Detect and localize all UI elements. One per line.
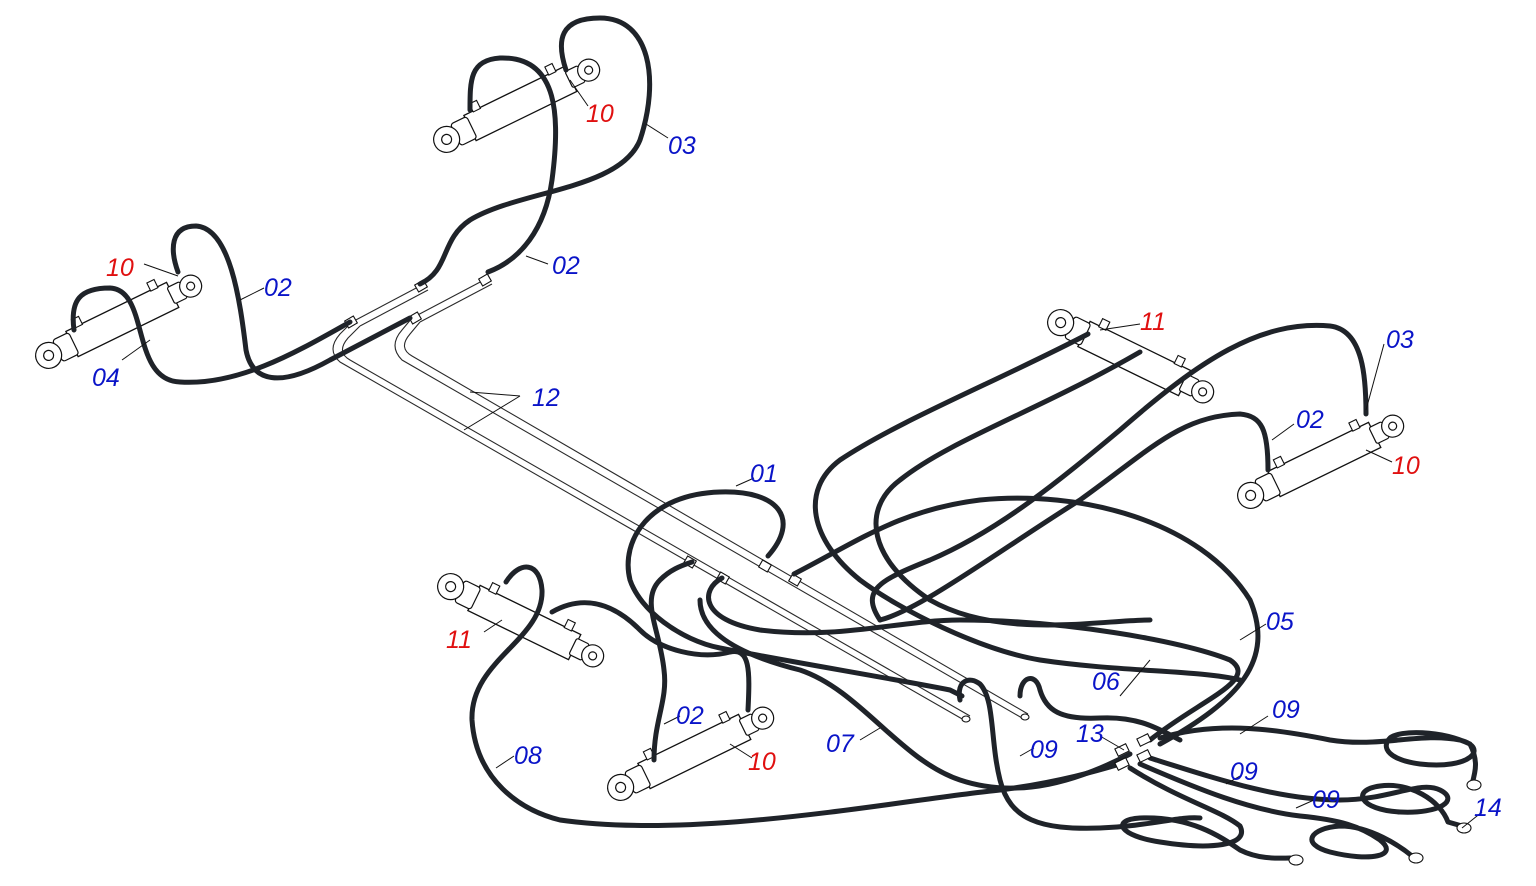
label-hose-09-d: 09 <box>1312 786 1340 814</box>
label-pipes-ref: 12 <box>532 384 560 412</box>
label-hose-05: 05 <box>1266 608 1294 636</box>
label-coupler-14: 14 <box>1474 794 1502 822</box>
label-left-cyl-ref: 10 <box>106 254 134 282</box>
label-bottom-cyl-hose: 02 <box>676 702 704 730</box>
label-top-hose-b: 02 <box>552 252 580 280</box>
coupler-block-13 <box>1114 733 1152 771</box>
label-hose-09-c: 09 <box>1230 758 1258 786</box>
label-hose-06: 06 <box>1092 668 1120 696</box>
cylinder-right-top <box>1042 296 1223 410</box>
label-coupler-13: 13 <box>1076 720 1104 748</box>
label-hose-09-b: 09 <box>1030 736 1058 764</box>
cylinder-bottom-left <box>432 560 613 674</box>
label-right-cyl-hose-b: 02 <box>1296 406 1324 434</box>
label-top-cyl-ref: 10 <box>586 100 614 128</box>
cylinder-top <box>424 44 606 159</box>
label-right-top-cyl-ref: 11 <box>1140 308 1166 336</box>
label-right-cyl-hose-a: 03 <box>1386 326 1414 354</box>
hoses <box>70 15 1478 861</box>
label-right-cyl-ref: 10 <box>1392 452 1420 480</box>
label-hose-09-a: 09 <box>1272 696 1300 724</box>
steel-pipes-12 <box>332 273 1030 723</box>
label-left-hose-b: 04 <box>92 364 120 392</box>
label-bottom-left-cyl-ref: 11 <box>446 626 472 654</box>
label-left-hose-a: 02 <box>264 274 292 302</box>
leader-lines <box>121 79 1483 829</box>
label-bottom-cyl-ref: 10 <box>748 748 776 776</box>
label-hose-07: 07 <box>826 730 855 758</box>
label-center-hose: 01 <box>750 460 778 488</box>
part-labels: 10 03 02 10 02 04 12 01 11 03 02 10 11 0… <box>92 100 1502 822</box>
label-top-hose-a: 03 <box>668 132 696 160</box>
quick-couplers-14 <box>1288 779 1482 866</box>
label-bottom-hose-08: 08 <box>514 742 542 770</box>
